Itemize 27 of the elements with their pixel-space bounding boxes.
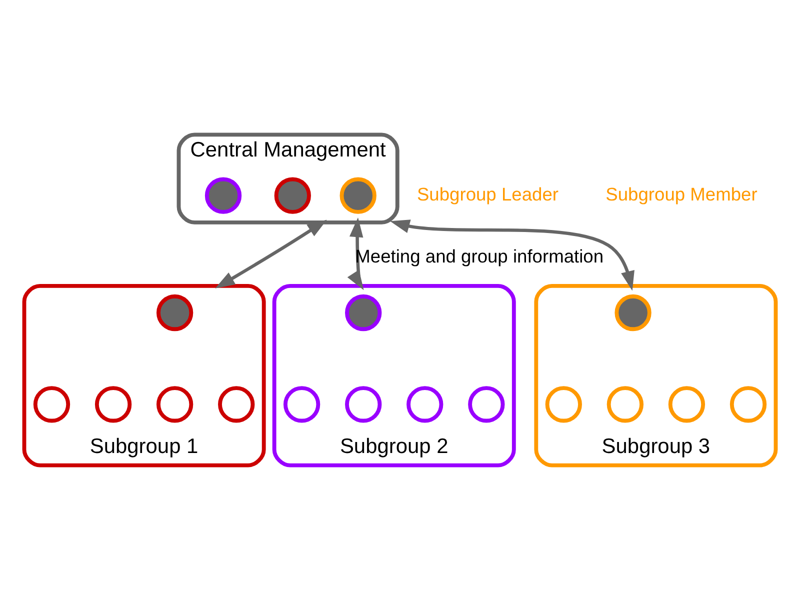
arrow <box>215 220 327 288</box>
node-circle <box>156 386 194 423</box>
node-circle <box>218 386 255 423</box>
node-circle <box>345 386 382 423</box>
node-circle <box>340 177 376 214</box>
node-circle <box>730 386 767 423</box>
arrow <box>390 220 634 291</box>
legend-label: Subgroup Member <box>606 183 758 204</box>
node-circle <box>156 294 194 332</box>
node-circle <box>606 386 644 423</box>
cluster: Central Management <box>176 132 400 224</box>
node-circle <box>204 177 242 214</box>
legend-label: Subgroup Leader <box>416 183 558 204</box>
node-circle <box>668 386 706 423</box>
node-circle <box>94 386 132 423</box>
node-circle <box>345 294 382 332</box>
node-circle <box>33 386 70 423</box>
node-circle <box>274 177 311 214</box>
node-circle <box>283 386 320 423</box>
node-circle <box>406 386 444 423</box>
cluster: Subgroup 3 <box>534 284 778 468</box>
node-circle <box>468 386 505 423</box>
cluster: Subgroup 1 <box>22 284 266 468</box>
node-circle <box>614 294 652 332</box>
arrow <box>347 217 364 290</box>
node-circle <box>545 386 582 423</box>
cluster: Subgroup 2 <box>272 284 516 468</box>
